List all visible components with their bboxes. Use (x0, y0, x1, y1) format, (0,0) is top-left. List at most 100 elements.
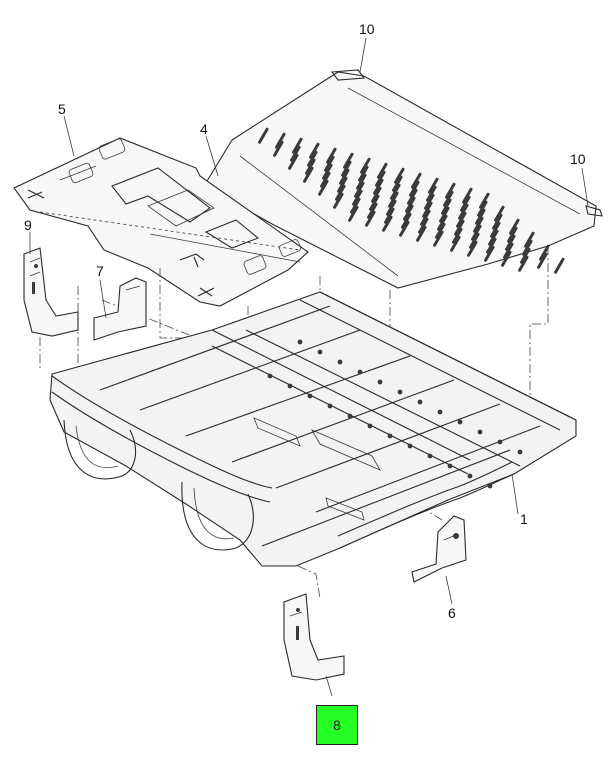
panel-slot (275, 132, 286, 149)
frame-hole (437, 409, 443, 415)
frame-hole (267, 373, 273, 379)
panel-slot (407, 188, 418, 205)
panel-slot (460, 195, 471, 212)
panel-slot (490, 221, 501, 238)
panel-slot (422, 201, 433, 218)
panel-slot (554, 257, 565, 274)
panel-slot (373, 178, 384, 195)
part-10-tab-right (585, 205, 603, 217)
frame-hole (327, 403, 333, 409)
frame-hole (357, 369, 363, 375)
panel-slot (435, 222, 446, 239)
callout-8-label: 8 (333, 717, 341, 733)
panel-slot (518, 255, 529, 272)
callout-10-right: 10 (570, 151, 586, 167)
panel-slot (456, 211, 467, 228)
panel-slot (337, 176, 348, 193)
panel-slot (394, 167, 405, 184)
panel-slot (524, 231, 535, 248)
panel-slot (488, 229, 499, 246)
frame-hole (307, 393, 313, 399)
panel-slot (454, 219, 465, 236)
panel-slot (509, 218, 520, 235)
rear-floor-panel (203, 71, 597, 289)
panel-slot (458, 203, 469, 220)
panel-slot (305, 158, 316, 175)
panel-slot (288, 153, 299, 170)
panel-slot (356, 173, 367, 190)
panel-slot (473, 216, 484, 233)
floor-frame (49, 291, 577, 567)
panel-slot (445, 182, 456, 199)
frame-hole (287, 383, 293, 389)
panel-slot (365, 210, 376, 227)
frame-hole (377, 379, 383, 385)
callout-10-top: 10 (359, 21, 375, 37)
panel-slot (439, 206, 450, 223)
frame-hole (487, 483, 493, 489)
panel-slot (494, 205, 505, 222)
frame-hole (417, 399, 423, 405)
panel-slot (341, 160, 352, 177)
frame-hole (517, 449, 523, 455)
panel-slot (384, 207, 395, 224)
pillar-bracket-9 (23, 247, 79, 337)
panel-slot (443, 190, 454, 207)
panel-slot (352, 189, 363, 206)
panel-slot (324, 155, 335, 172)
panel-slot (307, 150, 318, 167)
panel-slot (401, 212, 412, 229)
panel-slot (392, 175, 403, 192)
part-10-tab-left (330, 69, 366, 81)
panel-slot (371, 186, 382, 203)
panel-slot (350, 197, 361, 214)
panel-slot (303, 166, 314, 183)
frame-hole (467, 473, 473, 479)
pillar-bracket-8 (283, 593, 345, 681)
panel-slot (539, 244, 550, 261)
panel-slot (333, 192, 344, 209)
callout-5: 5 (58, 101, 66, 117)
panel-slot (486, 237, 497, 254)
panel-slot (360, 157, 371, 174)
panel-slot (292, 137, 303, 154)
panel-slot (450, 235, 461, 252)
panel-slot (405, 196, 416, 213)
panel-slot (326, 147, 337, 164)
panel-slot (441, 198, 452, 215)
panel-slot (433, 230, 444, 247)
frame-hole (397, 389, 403, 395)
panel-slot (382, 215, 393, 232)
panel-slot (339, 168, 350, 185)
panel-slot (399, 220, 410, 237)
highlighted-callout-8[interactable]: 8 (316, 705, 358, 745)
panel-slot (258, 127, 269, 144)
frame-hole (337, 359, 343, 365)
panel-slot (477, 200, 488, 217)
callout-7: 7 (96, 263, 104, 279)
callout-1: 1 (520, 511, 528, 527)
frame-hole (477, 429, 483, 435)
panel-slot (335, 184, 346, 201)
panel-slot (469, 232, 480, 249)
panel-slot (320, 171, 331, 188)
frame-hole (407, 443, 413, 449)
panel-slot (492, 213, 503, 230)
panel-slot (479, 192, 490, 209)
panel-slot (484, 245, 495, 262)
callout-4: 4 (200, 121, 208, 137)
panel-slot (318, 179, 329, 196)
panel-slot (520, 247, 531, 264)
frame-hole (387, 433, 393, 439)
frame-hole (497, 439, 503, 445)
panel-slot (505, 234, 516, 251)
frame-hole (317, 349, 323, 355)
panel-slot (358, 165, 369, 182)
panel-slot (452, 227, 463, 244)
panel-slot (416, 225, 427, 242)
front-floor-panel (13, 137, 309, 307)
frame-hole (457, 419, 463, 425)
panel-slot (367, 202, 378, 219)
bracket-6 (411, 515, 467, 583)
panel-slot (503, 242, 514, 259)
